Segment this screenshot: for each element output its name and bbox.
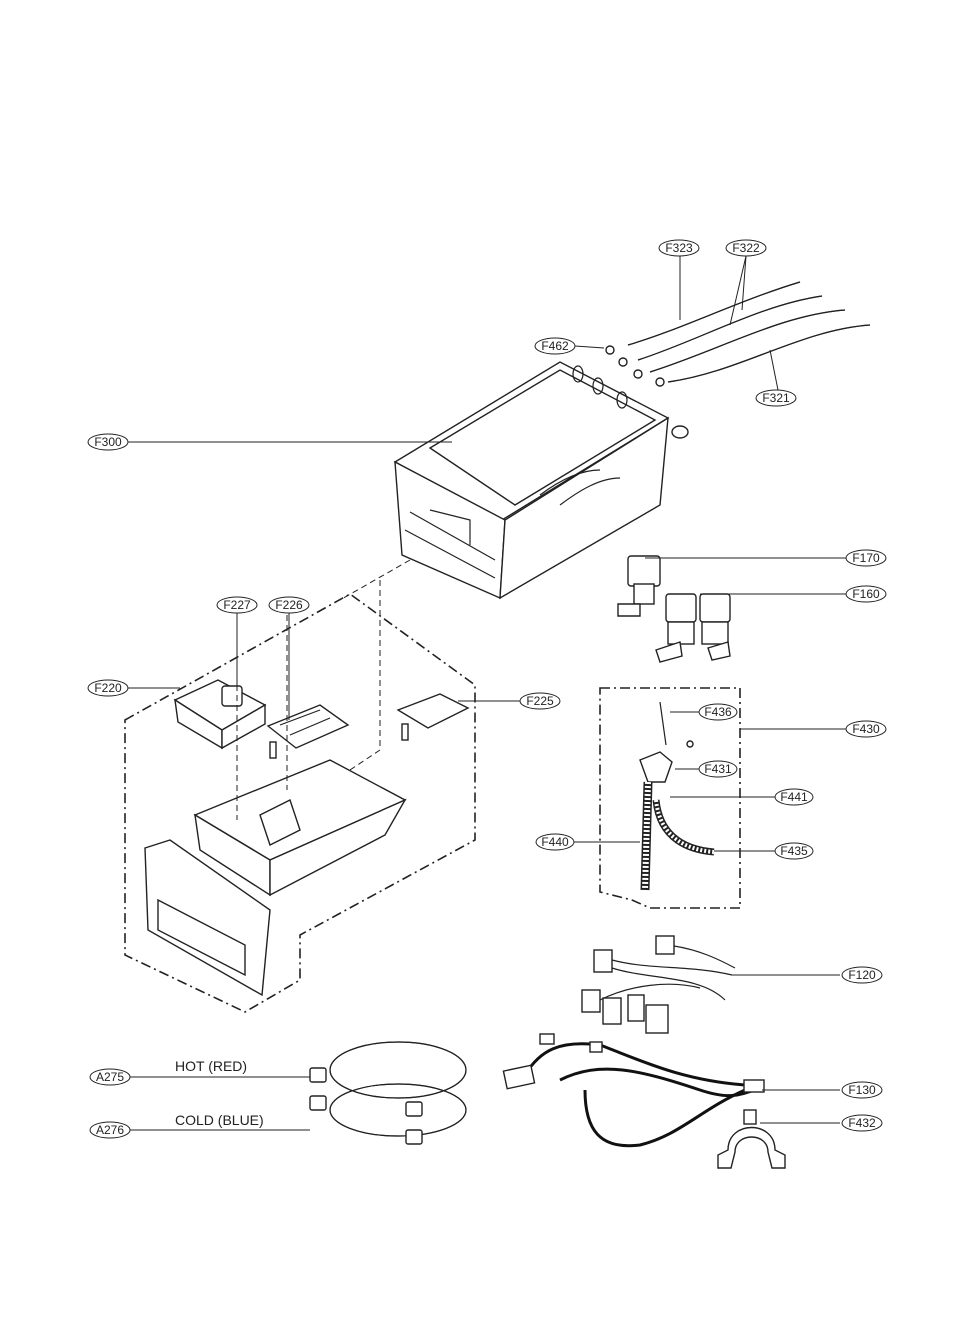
callout-f321: F321 [755,389,797,407]
drawer-assembly-part [124,559,476,1013]
label-a276: A276 [96,1123,124,1137]
hose-bracket-assembly-part [599,687,741,909]
callout-f441: F441 [774,788,814,806]
label-f226: F226 [275,598,303,612]
callout-f160: F160 [845,585,887,603]
callout-f323: F323 [658,239,700,257]
label-f227: F227 [223,598,251,612]
callout-f322: F322 [725,239,767,257]
callout-f436: F436 [698,703,738,721]
label-a275: A275 [96,1070,124,1084]
label-f432: F432 [848,1116,876,1130]
label-f130: F130 [848,1083,876,1097]
hot-hose-caption: HOT (RED) [175,1058,247,1074]
dispenser-housing-part [393,361,689,600]
label-f322: F322 [732,241,760,255]
callout-f130: F130 [841,1081,883,1099]
label-f441: F441 [780,790,808,804]
callout-a276: A276 [89,1121,131,1139]
label-f323: F323 [665,241,693,255]
callout-f435: F435 [774,842,814,860]
hose-clip-part [717,1109,786,1169]
callout-f225: F225 [519,692,561,710]
label-f321: F321 [762,391,790,405]
water-valves-part [617,555,731,663]
hose-group-part [605,281,871,387]
callout-f220: F220 [87,679,129,697]
cold-hose-caption: COLD (BLUE) [175,1112,264,1128]
label-f225: F225 [526,694,554,708]
callout-f432: F432 [841,1114,883,1132]
label-f170: F170 [852,551,880,565]
label-f220: F220 [94,681,122,695]
callout-f120: F120 [841,966,883,984]
label-f300: F300 [94,435,122,449]
callout-f170: F170 [845,549,887,567]
label-f160: F160 [852,587,880,601]
label-f435: F435 [780,844,808,858]
callout-f431: F431 [698,760,738,778]
callout-f226: F226 [268,596,310,614]
sensor-wire-part [581,935,736,1034]
callout-f300: F300 [87,433,129,451]
label-f462: F462 [541,339,569,353]
callout-f430: F430 [845,720,887,738]
callout-a275: A275 [89,1068,131,1086]
callout-f462: F462 [534,337,576,355]
inlet-hoses-part [309,1041,467,1145]
label-f431: F431 [704,762,732,776]
callout-f227: F227 [216,596,258,614]
label-f430: F430 [852,722,880,736]
callout-f440: F440 [535,833,575,851]
label-f440: F440 [541,835,569,849]
wire-harness-part [502,1033,765,1148]
leader-lines [128,255,848,1131]
label-f436: F436 [704,705,732,719]
label-f120: F120 [848,968,876,982]
